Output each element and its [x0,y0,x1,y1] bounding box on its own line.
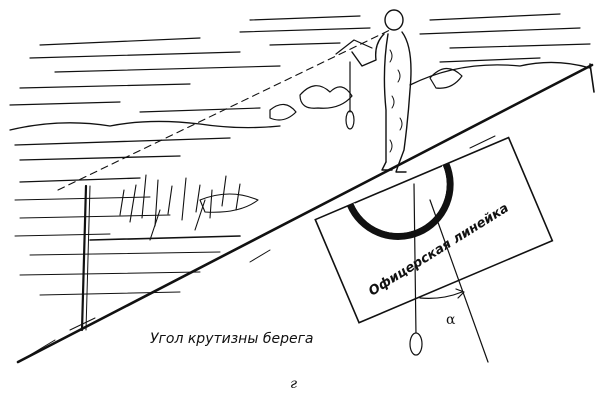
sky-clouds [9,13,591,113]
officers-ruler [314,136,554,324]
angle-alpha-label: α [446,312,456,328]
bushes [269,67,463,121]
figure-caption: Угол крутизны берега [150,331,314,347]
figure-sub-label: г [290,376,298,392]
water-surface [14,196,241,296]
survey-pole [80,184,91,332]
reeds [119,174,259,241]
ruler-plumb-line [409,183,489,363]
sight-line [57,29,391,191]
hand-plumb [335,39,373,130]
observer-soldier [351,9,412,173]
